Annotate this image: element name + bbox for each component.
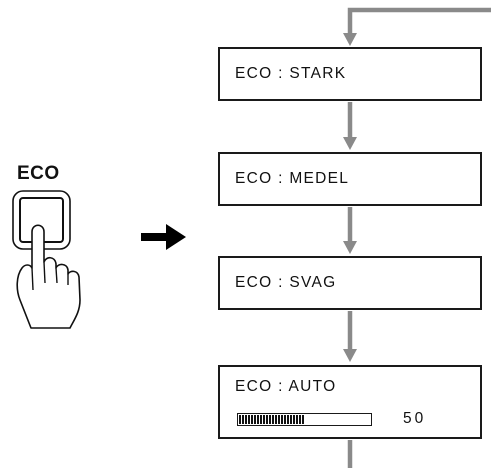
level-bar-fill: [239, 415, 305, 424]
mode-label: ECO : AUTO: [235, 378, 337, 395]
mode-box-medel: ECO : MEDEL: [218, 152, 482, 206]
eco-button-label: ECO: [17, 163, 60, 184]
mode-box-svag: ECO : SVAG: [218, 256, 482, 310]
right-arrow-icon: [141, 224, 186, 250]
mode-label: ECO : SVAG: [235, 274, 337, 291]
mode-box-auto: ECO : AUTO 50: [218, 365, 482, 439]
down-arrow-icon: [343, 241, 357, 254]
level-bar: [237, 413, 372, 426]
mode-label: ECO : MEDEL: [235, 170, 350, 187]
mode-label: ECO : STARK: [235, 65, 347, 82]
flow-return-line: [347, 7, 491, 35]
mode-box-stark: ECO : STARK: [218, 47, 482, 101]
hand-pressing-button-icon: [12, 190, 81, 329]
down-arrow-icon: [343, 349, 357, 362]
down-arrow-icon: [343, 137, 357, 150]
level-value: 50: [403, 410, 427, 427]
down-arrow-icon: [343, 33, 357, 46]
